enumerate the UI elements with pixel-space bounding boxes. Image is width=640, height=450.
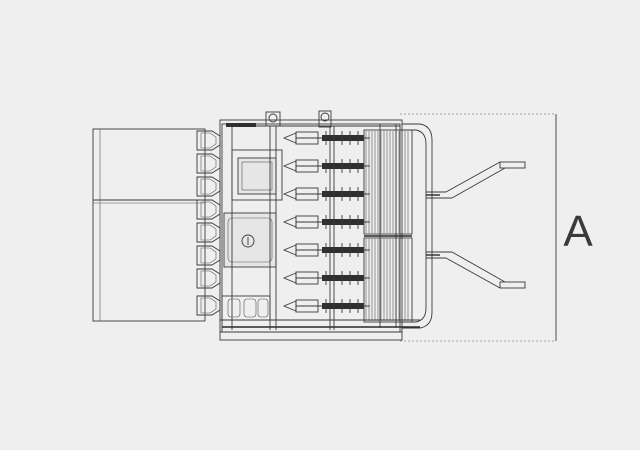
tine-row (282, 159, 370, 173)
roller-drum (196, 245, 221, 266)
top-knobs (226, 110, 332, 128)
roller-drum (196, 295, 221, 316)
roller-drum-column (196, 130, 221, 316)
tine-row (282, 299, 370, 313)
front-frame (402, 123, 433, 329)
roller-drum (196, 268, 221, 289)
dimension-a: A (400, 113, 593, 342)
drawbar (426, 161, 526, 289)
tine-row (282, 187, 370, 201)
lower-gear-block (221, 295, 271, 321)
rear-chamber (92, 128, 206, 322)
roller-drum (196, 153, 221, 174)
tine-row (282, 271, 370, 285)
roller-drum (196, 222, 221, 243)
roller-drum (196, 130, 221, 151)
grid-lower (363, 237, 413, 323)
control-box-upper (231, 149, 283, 201)
roller-drum (196, 176, 221, 197)
dimension-label: A (563, 207, 593, 256)
tine-row (282, 243, 370, 257)
grid-upper (363, 129, 413, 235)
tine-row (282, 215, 370, 229)
motor-box (223, 212, 277, 268)
tine-row (282, 131, 370, 145)
pickup-grid (363, 124, 413, 328)
tine-rows (282, 131, 370, 313)
